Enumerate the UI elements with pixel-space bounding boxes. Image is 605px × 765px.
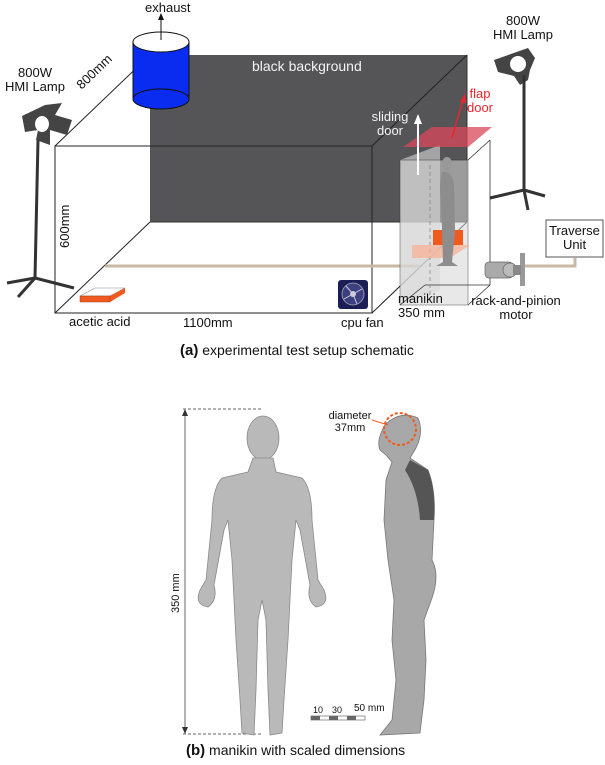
manikin-enclosure <box>399 93 492 306</box>
motor-line2: motor <box>499 307 533 322</box>
lamp-right-label: 800W HMI Lamp <box>478 14 568 42</box>
scale-tick-50: 50 mm <box>354 703 385 714</box>
scale-bar <box>310 715 366 721</box>
head-diameter-marker <box>383 412 417 446</box>
lamp-right-line1: 800W <box>506 13 540 28</box>
caption-b-letter: (b) <box>186 742 206 759</box>
manikin-side-view <box>371 412 437 736</box>
height-label: 600mm <box>57 204 72 248</box>
acetic-acid-tray <box>79 287 126 303</box>
manikin-label: manikin 350 mm <box>398 292 445 320</box>
motor-line1: rack-and-pinion <box>471 293 561 308</box>
exhaust-label: exhaust <box>145 0 191 15</box>
flap-door <box>403 127 492 147</box>
traverse-line1: Traverse <box>549 223 600 238</box>
exhaust-cylinder <box>132 13 190 110</box>
caption-b-text: manikin with scaled dimensions <box>209 742 406 758</box>
caption-a-text: experimental test setup schematic <box>202 342 414 358</box>
flap-door-label: flap door <box>465 87 495 115</box>
flap-line1: flap <box>469 86 491 101</box>
caption-a: (a) experimental test setup schematic <box>180 342 414 359</box>
cpu-fan-label: cpu fan <box>341 315 384 330</box>
sliding-line2: door <box>376 123 404 138</box>
black-background-label: black background <box>252 58 362 74</box>
motor-label: rack-and-pinion motor <box>466 294 566 322</box>
sliding-line1: sliding <box>371 109 409 124</box>
height-350-label: 350 mm <box>170 573 182 613</box>
manikin-front-view <box>197 415 327 736</box>
acetic-acid-label: acetic acid <box>69 314 131 329</box>
flap-line2: door <box>466 100 494 115</box>
traverse-unit-label: Traverse Unit <box>546 224 603 252</box>
lamp-left-line2: HMI Lamp <box>5 79 65 94</box>
scale-tick-30: 30 <box>332 705 343 715</box>
lamp-right-icon <box>489 48 546 211</box>
length-label: 1100mm <box>183 315 233 330</box>
test-chamber-front <box>54 145 373 314</box>
sliding-door-label: sliding door <box>368 110 412 138</box>
cpu-fan-icon <box>338 280 368 309</box>
lamp-left-label: 800W HMI Lamp <box>2 66 68 94</box>
diameter-line2: 37mm <box>334 422 366 434</box>
rack-and-pinion-motor-icon <box>484 253 525 286</box>
manikin-line1: manikin <box>398 291 443 306</box>
caption-a-letter: (a) <box>180 342 199 359</box>
lamp-left-line1: 800W <box>18 65 52 80</box>
scale-tick-10: 10 <box>313 705 324 715</box>
diameter-line1: diameter <box>328 410 372 422</box>
lamp-right-line2: HMI Lamp <box>493 27 553 42</box>
traverse-unit-box <box>545 219 604 258</box>
lamp-left-icon <box>6 103 75 299</box>
diameter-label: diameter 37mm <box>326 410 374 434</box>
traverse-line2: Unit <box>562 237 587 252</box>
manikin-line2: 350 mm <box>398 305 445 320</box>
caption-b: (b) manikin with scaled dimensions <box>186 742 405 759</box>
